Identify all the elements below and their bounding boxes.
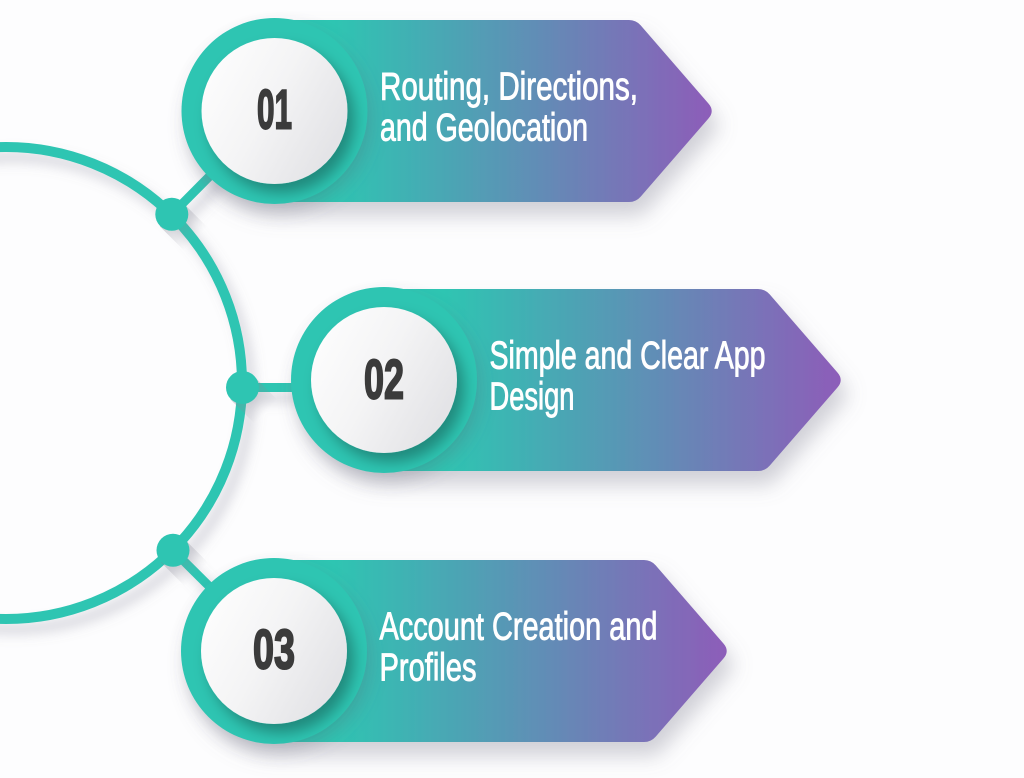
svg-text:03: 03 [253, 618, 295, 681]
svg-text:Design: Design [490, 376, 575, 419]
svg-text:Routing, Directions,: Routing, Directions, [380, 66, 638, 109]
svg-text:Account Creation and: Account Creation and [380, 606, 658, 649]
svg-text:01: 01 [257, 78, 292, 141]
svg-text:02: 02 [364, 348, 404, 411]
svg-text:Simple and Clear App: Simple and Clear App [490, 335, 766, 378]
svg-text:and Geolocation: and Geolocation [380, 107, 588, 150]
svg-text:Profiles: Profiles [380, 647, 477, 690]
